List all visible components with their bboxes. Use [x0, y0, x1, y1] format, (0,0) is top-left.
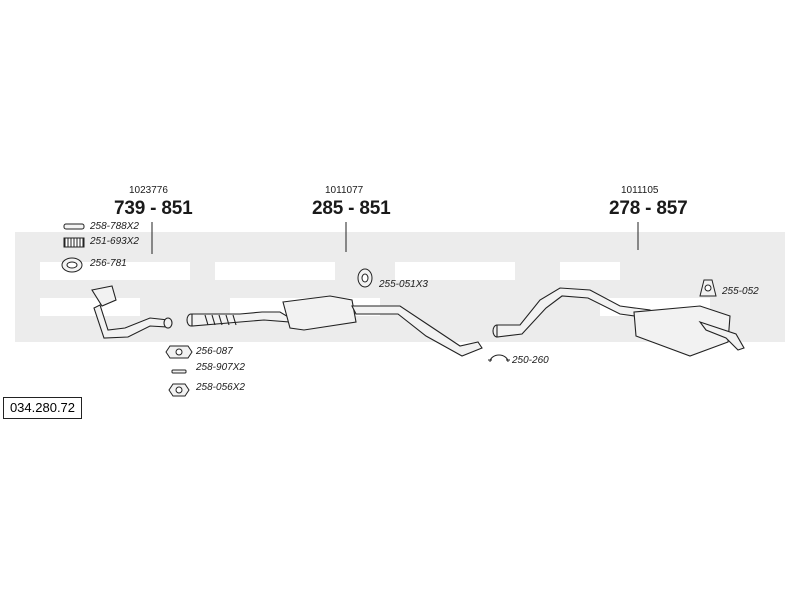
assembly-number-2: 285 - 851	[312, 198, 391, 219]
stud-icon	[171, 369, 187, 374]
small-parts-lower	[165, 345, 193, 397]
small-parts-left	[61, 223, 85, 273]
clamp-icon	[488, 354, 510, 363]
catalog-code: 034.280.72	[3, 397, 82, 419]
part-label-250-260: 250-260	[512, 355, 549, 366]
bolt-icon	[63, 223, 85, 230]
part-label-256-781: 256-781	[90, 258, 127, 269]
assembly-number-3: 278 - 857	[609, 198, 688, 219]
part-label-258-907: 258-907X2	[196, 362, 245, 373]
assembly-ref-1: 1023776	[129, 185, 168, 196]
part-label-255-052: 255-052	[722, 286, 759, 297]
part-label-258-788: 258-788X2	[90, 221, 139, 232]
front-pipe	[91, 285, 173, 339]
rear-muffler-assembly	[492, 287, 745, 357]
hanger-rubber-right	[699, 279, 717, 297]
middle-muffler-assembly	[186, 295, 483, 357]
assembly-number-1: 739 - 851	[114, 198, 193, 219]
part-label-256-087: 256-087	[196, 346, 233, 357]
part-label-251-693: 251-693X2	[90, 236, 139, 247]
assembly-ref-2: 1011077	[325, 185, 364, 196]
spring-icon	[63, 237, 85, 248]
part-label-258-056: 258-056X2	[196, 382, 245, 393]
assembly-ref-3: 1011105	[621, 185, 659, 196]
part-label-255-051: 255-051X3	[379, 279, 428, 290]
hanger-rubber-center	[357, 268, 373, 288]
